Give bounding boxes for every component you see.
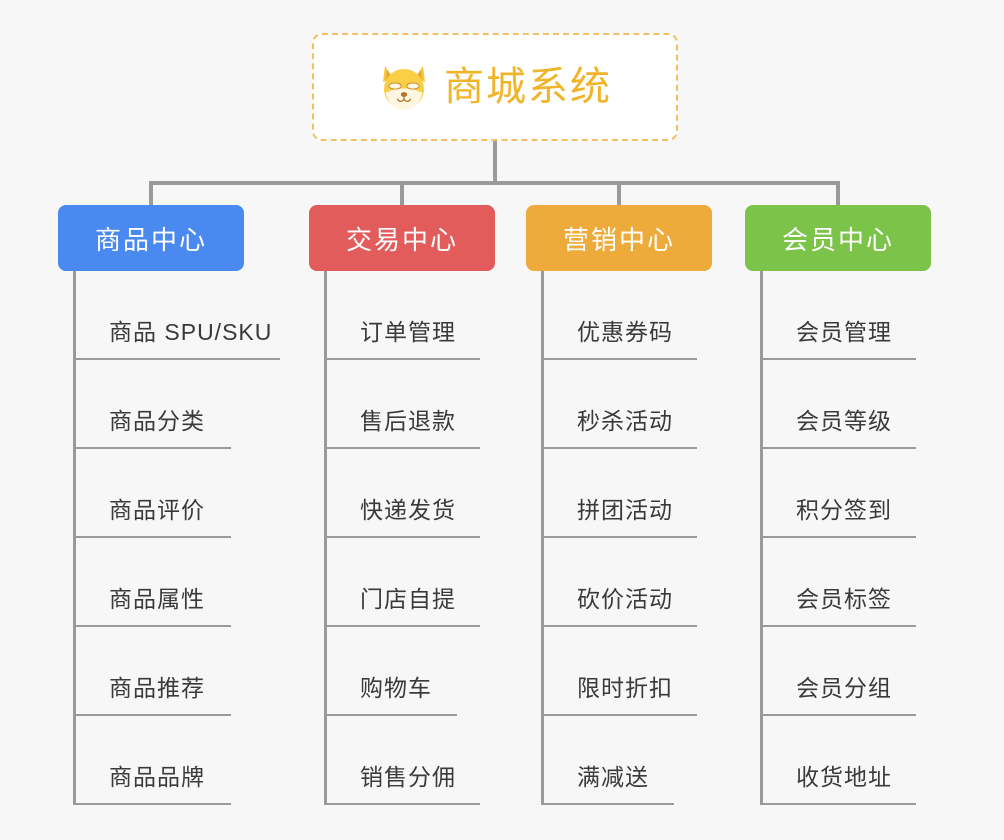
leaf-item-underline (327, 536, 480, 538)
leaf-item-label: 秒杀活动 (577, 407, 673, 434)
leaf-item[interactable]: 商品推荐 (73, 627, 313, 716)
leaf-item-label: 砍价活动 (577, 585, 673, 612)
column-spine (541, 271, 544, 805)
leaf-item[interactable]: 拼团活动 (541, 449, 781, 538)
leaf-item-label: 门店自提 (360, 585, 456, 612)
leaf-item[interactable]: 门店自提 (324, 538, 564, 627)
category-node-3[interactable]: 营销中心 (526, 205, 712, 271)
leaf-item-label: 商品品牌 (109, 763, 205, 790)
leaf-item-underline (544, 447, 697, 449)
leaf-item-label: 收货地址 (796, 763, 892, 790)
category-node-2[interactable]: 交易中心 (309, 205, 495, 271)
leaf-item-label: 拼团活动 (577, 496, 673, 523)
leaf-item[interactable]: 快递发货 (324, 449, 564, 538)
leaf-item-underline (544, 358, 697, 360)
leaf-item-label: 商品属性 (109, 585, 205, 612)
leaf-item[interactable]: 会员标签 (760, 538, 1000, 627)
leaf-item[interactable]: 秒杀活动 (541, 360, 781, 449)
leaf-column-4: 会员管理会员等级积分签到会员标签会员分组收货地址 (760, 271, 1000, 805)
leaf-item-underline (327, 625, 480, 627)
leaf-item-underline (327, 803, 480, 805)
category-node-label: 营销中心 (562, 224, 675, 255)
column-spine (760, 271, 763, 805)
leaf-item[interactable]: 积分签到 (760, 449, 1000, 538)
root-node-label: 商城系统 (444, 65, 612, 109)
leaf-item-label: 优惠券码 (577, 318, 673, 345)
leaf-item-underline (763, 803, 916, 805)
leaf-item[interactable]: 会员管理 (760, 271, 1000, 360)
leaf-item-label: 会员标签 (796, 585, 892, 612)
leaf-item[interactable]: 会员分组 (760, 627, 1000, 716)
leaf-item[interactable]: 限时折扣 (541, 627, 781, 716)
category-node-label: 商品中心 (94, 224, 207, 255)
connector-root-stem (493, 141, 497, 183)
leaf-item[interactable]: 商品评价 (73, 449, 313, 538)
leaf-item-underline (76, 625, 231, 627)
leaf-item-underline (544, 803, 674, 805)
connector-drop-4 (836, 181, 840, 207)
leaf-item-underline (76, 803, 231, 805)
leaf-item-underline (76, 358, 280, 360)
connector-drop-1 (149, 181, 153, 207)
category-node-4[interactable]: 会员中心 (745, 205, 931, 271)
leaf-item-underline (544, 625, 697, 627)
leaf-item-label: 快递发货 (360, 496, 456, 523)
leaf-item-underline (76, 447, 231, 449)
leaf-column-2: 订单管理售后退款快递发货门店自提购物车销售分佣 (324, 271, 564, 805)
leaf-item-label: 订单管理 (360, 318, 456, 345)
leaf-item[interactable]: 销售分佣 (324, 716, 564, 805)
leaf-item[interactable]: 优惠券码 (541, 271, 781, 360)
leaf-item-label: 销售分佣 (360, 763, 456, 790)
leaf-item-label: 商品推荐 (109, 674, 205, 701)
leaf-item-underline (763, 714, 916, 716)
leaf-item[interactable]: 订单管理 (324, 271, 564, 360)
leaf-item-underline (544, 536, 697, 538)
leaf-column-1: 商品 SPU/SKU 商品分类商品评价商品属性商品推荐商品品牌 (73, 271, 313, 805)
column-spine (324, 271, 327, 805)
leaf-item-underline (76, 714, 231, 716)
leaf-item-underline (327, 714, 457, 716)
leaf-item[interactable]: 售后退款 (324, 360, 564, 449)
category-node-label: 会员中心 (781, 224, 894, 255)
connector-horizontal-bus (149, 181, 840, 185)
leaf-item-label: 会员分组 (796, 674, 892, 701)
leaf-item-underline (544, 714, 697, 716)
category-node-label: 交易中心 (345, 224, 458, 255)
leaf-item[interactable]: 商品 SPU/SKU (73, 271, 313, 360)
leaf-item[interactable]: 商品品牌 (73, 716, 313, 805)
connector-drop-3 (617, 181, 621, 207)
connector-drop-2 (400, 181, 404, 207)
root-node-商城系统[interactable]: 商城系统 (312, 33, 678, 141)
category-node-1[interactable]: 商品中心 (58, 205, 244, 271)
leaf-item-label: 商品 SPU/SKU (109, 318, 273, 345)
leaf-item-underline (327, 358, 480, 360)
leaf-item-underline (763, 625, 916, 627)
leaf-item[interactable]: 满减送 (541, 716, 781, 805)
leaf-item-label: 积分签到 (796, 496, 892, 523)
leaf-item-label: 商品评价 (109, 496, 205, 523)
leaf-item-underline (763, 447, 916, 449)
leaf-item-underline (763, 358, 916, 360)
leaf-item-label: 购物车 (360, 674, 432, 701)
leaf-item-underline (327, 447, 480, 449)
leaf-item-label: 售后退款 (360, 407, 456, 434)
leaf-item-label: 限时折扣 (577, 674, 673, 701)
leaf-column-3: 优惠券码秒杀活动拼团活动砍价活动限时折扣满减送 (541, 271, 781, 805)
leaf-item-underline (763, 536, 916, 538)
leaf-item-label: 满减送 (577, 763, 649, 790)
leaf-item-underline (76, 536, 231, 538)
leaf-item[interactable]: 商品属性 (73, 538, 313, 627)
column-spine (73, 271, 76, 805)
leaf-item[interactable]: 砍价活动 (541, 538, 781, 627)
leaf-item-label: 会员管理 (796, 318, 892, 345)
leaf-item[interactable]: 商品分类 (73, 360, 313, 449)
leaf-item[interactable]: 会员等级 (760, 360, 1000, 449)
leaf-item-label: 商品分类 (109, 407, 205, 434)
leaf-item[interactable]: 购物车 (324, 627, 564, 716)
leaf-item-label: 会员等级 (796, 407, 892, 434)
shiba-dog-icon (378, 62, 430, 112)
leaf-item[interactable]: 收货地址 (760, 716, 1000, 805)
